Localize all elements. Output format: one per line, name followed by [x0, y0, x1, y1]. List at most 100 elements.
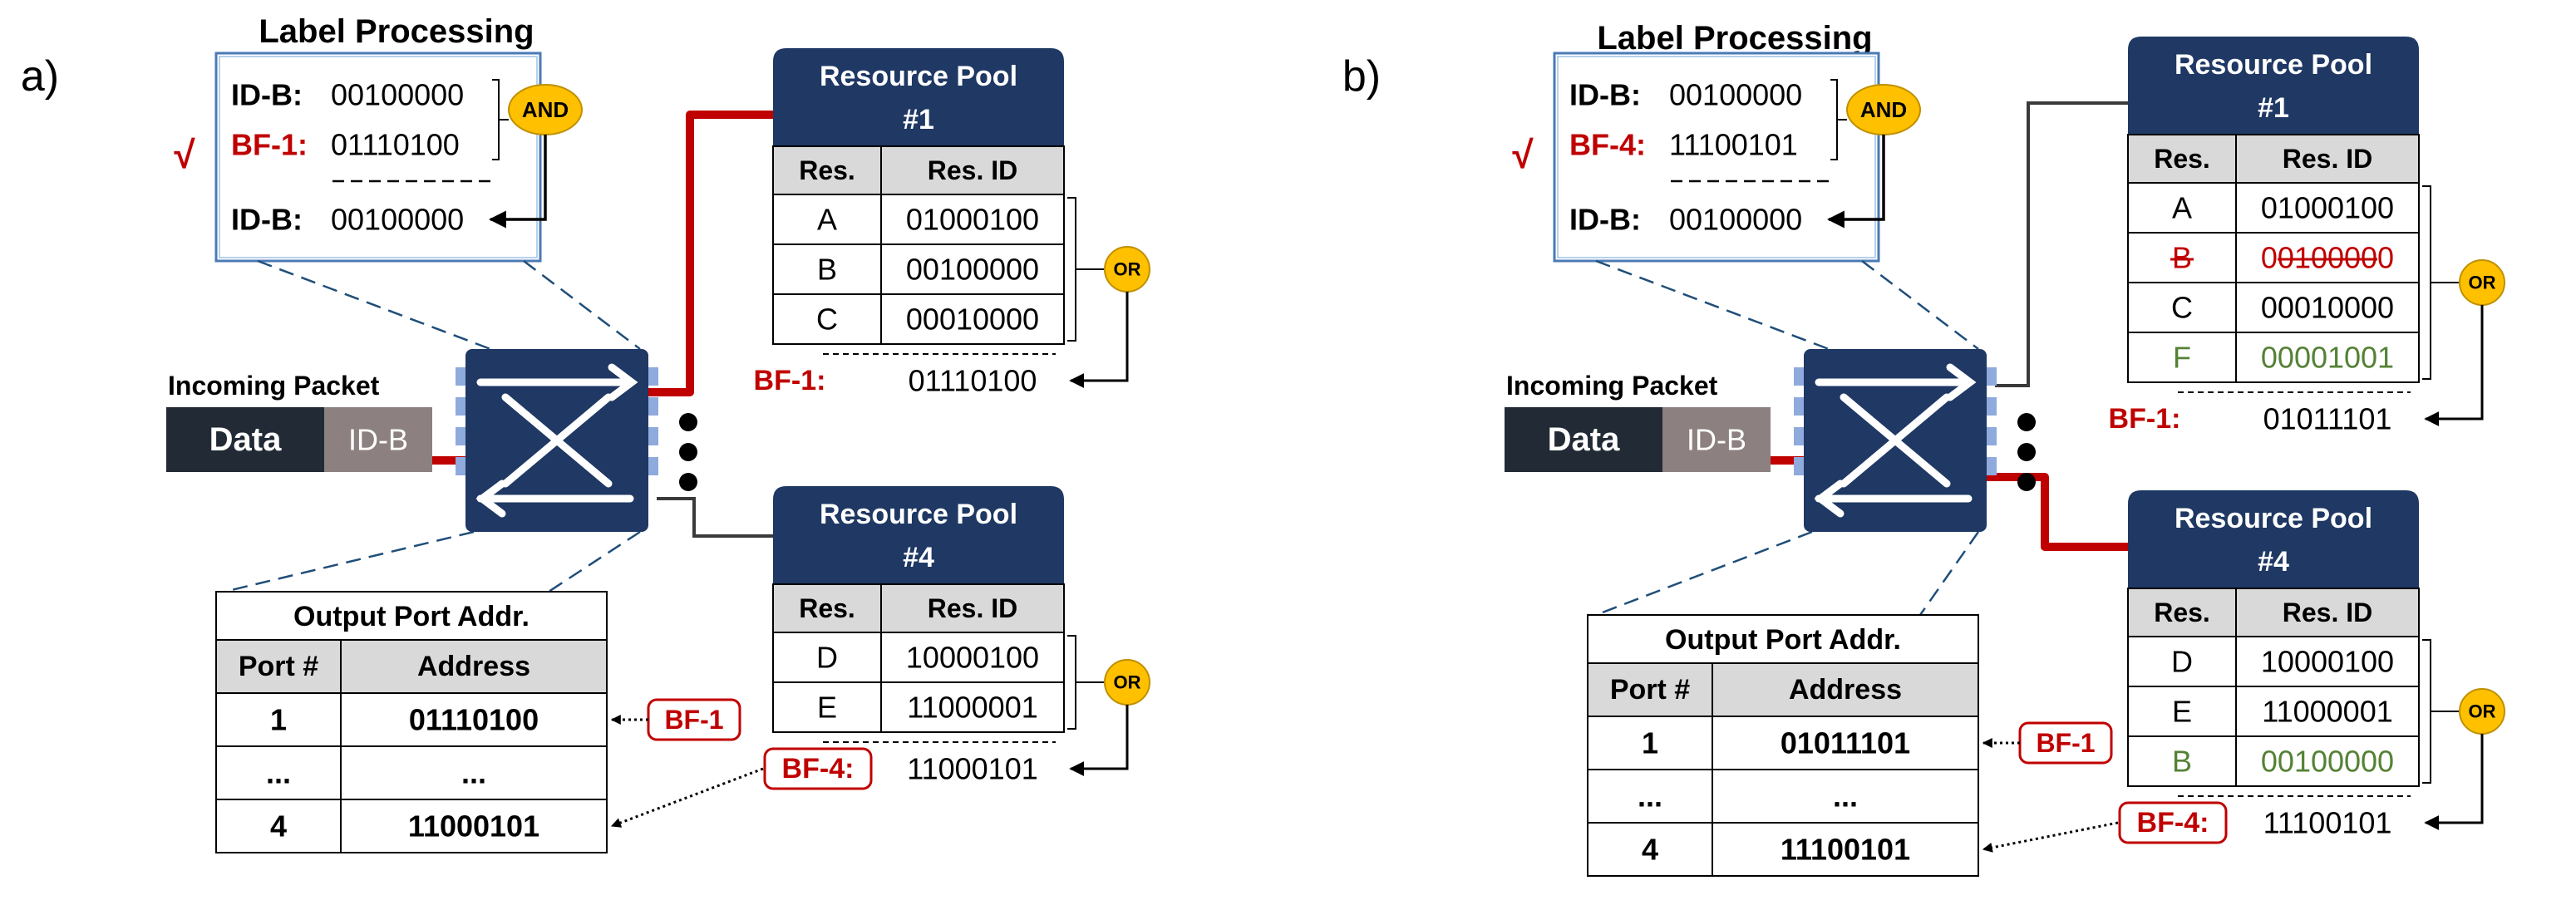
resource-pool-header	[2128, 490, 2419, 588]
switch-arrow-head	[1814, 480, 1845, 518]
pool-row-res: B	[2172, 745, 2192, 779]
output-col-address: Address	[417, 651, 530, 682]
more-ports-dot	[679, 443, 697, 461]
switch-arrow-head	[1946, 363, 1977, 401]
resource-pool-header	[773, 486, 1064, 584]
label-processing-box	[1553, 52, 1880, 263]
switch-icon	[1794, 349, 1997, 532]
packet-id-block	[1662, 407, 1771, 472]
or-gate-label: OR	[2469, 701, 2496, 722]
pool-row	[2127, 332, 2420, 383]
callout-line	[257, 259, 491, 351]
lp-row2-label: BF-4:	[1569, 128, 1646, 162]
lp-row2-label: BF-1:	[231, 128, 308, 162]
switch-pin	[648, 367, 658, 386]
switch-pin	[1987, 457, 1997, 475]
packet-data-block	[1505, 407, 1662, 472]
lp-result-label: ID-B:	[231, 203, 303, 237]
route-to-pool4	[657, 497, 773, 538]
or-gate-label: OR	[1114, 259, 1141, 280]
output-row-port: 1	[270, 703, 287, 737]
pool-row	[2127, 232, 2420, 283]
pool-row-res: A	[817, 203, 837, 237]
more-ports-dot	[679, 473, 697, 491]
pool-row	[2127, 182, 2420, 234]
pool-row-resid: 00010000	[906, 302, 1039, 337]
callout-line	[523, 260, 641, 350]
pool-row-resid: 00100000	[2261, 241, 2394, 275]
pool-row-res: D	[816, 641, 838, 675]
incoming-packet-caption: Incoming Packet	[1506, 371, 1718, 401]
pool-row-res: A	[2172, 191, 2192, 225]
pool-bracket	[1067, 197, 1076, 342]
packet-data-label: Data	[1548, 421, 1620, 458]
and-output-arrow	[488, 135, 547, 229]
output-table	[1587, 614, 1979, 877]
callout-line	[224, 530, 475, 593]
switch-pin	[1794, 427, 1804, 445]
pool-col-header	[2127, 134, 2420, 184]
or-gate-label: OR	[2469, 273, 2496, 293]
callout-line	[1861, 260, 1979, 350]
lp-row1-label: ID-B:	[1569, 78, 1641, 112]
pool-row-resid: 00001001	[2261, 341, 2394, 375]
resource-pool-number: #1	[2258, 92, 2289, 124]
switch-arrow-head	[608, 363, 638, 401]
output-row-address: 11000101	[408, 809, 539, 844]
more-ports-dot	[2017, 413, 2036, 431]
output-table-header	[215, 639, 608, 694]
bf-label: BF-4:	[782, 753, 855, 784]
pool-row-resid: 00010000	[2261, 291, 2394, 325]
or-output-arrow	[1069, 705, 1129, 776]
pool-bracket	[2422, 639, 2431, 784]
or-output-arrow	[2424, 734, 2484, 830]
pool-row-resid: 00100000	[906, 253, 1039, 287]
pool-row	[772, 293, 1065, 345]
bf-tag-box	[763, 747, 873, 790]
output-row-port: ...	[1638, 780, 1662, 814]
switch-cross	[501, 393, 613, 488]
resource-pool-title: Resource Pool	[2175, 49, 2372, 81]
switch-icon	[456, 349, 658, 532]
output-row-port: 4	[1642, 833, 1658, 867]
pool-row-res: F	[2173, 341, 2191, 375]
panel-a: a)Label ProcessingID-B:00100000BF-1:0111…	[21, 13, 1150, 853]
bf-tag-box	[2118, 801, 2228, 844]
more-ports-dot	[2017, 473, 2036, 491]
lp-row2-value: 11100101	[1669, 128, 1798, 162]
output-row-port: ...	[266, 756, 291, 790]
output-row-address: ...	[1833, 780, 1858, 814]
pool-row-res: D	[2171, 645, 2193, 679]
pool-col-resid: Res. ID	[928, 593, 1017, 623]
pool-col-header	[772, 583, 1065, 633]
check-mark-icon: √	[174, 133, 195, 176]
packet-data-block	[166, 407, 324, 472]
output-row-address: 01011101	[1781, 726, 1910, 760]
lp-row1-value: 00100000	[331, 78, 464, 112]
switch-pin	[456, 397, 465, 416]
resource-pool-title: Resource Pool	[820, 499, 1017, 530]
more-ports-dot	[2017, 443, 2036, 461]
callout-line	[1595, 259, 1830, 351]
output-col-port: Port #	[1610, 674, 1690, 706]
switch-pin	[1794, 457, 1804, 475]
switch-pin	[1794, 397, 1804, 416]
pool-row-resid: 10000100	[2261, 645, 2394, 679]
or-gate-label: OR	[1114, 672, 1141, 693]
pool-row	[772, 681, 1065, 733]
output-row-port: 1	[1642, 726, 1658, 760]
pool-row-resid: 10000100	[906, 641, 1039, 675]
pool-row-res: E	[2172, 695, 2192, 729]
output-row-port: 4	[270, 809, 287, 844]
pool-col-resid: Res. ID	[2283, 598, 2372, 627]
bf4-dotted-arrow	[610, 767, 764, 828]
lp-result-label: ID-B:	[1569, 203, 1641, 237]
lp-row1-value: 00100000	[1669, 78, 1802, 112]
resource-pool-title: Resource Pool	[2175, 503, 2372, 534]
more-ports-dot	[679, 413, 697, 431]
panel-b: b)Label ProcessingID-B:00100000BF-4:1110…	[1342, 20, 2505, 877]
and-gate-label: AND	[522, 97, 569, 122]
panel-letter: a)	[21, 52, 59, 101]
switch-pin	[456, 457, 465, 475]
resource-pool-header	[773, 48, 1064, 146]
